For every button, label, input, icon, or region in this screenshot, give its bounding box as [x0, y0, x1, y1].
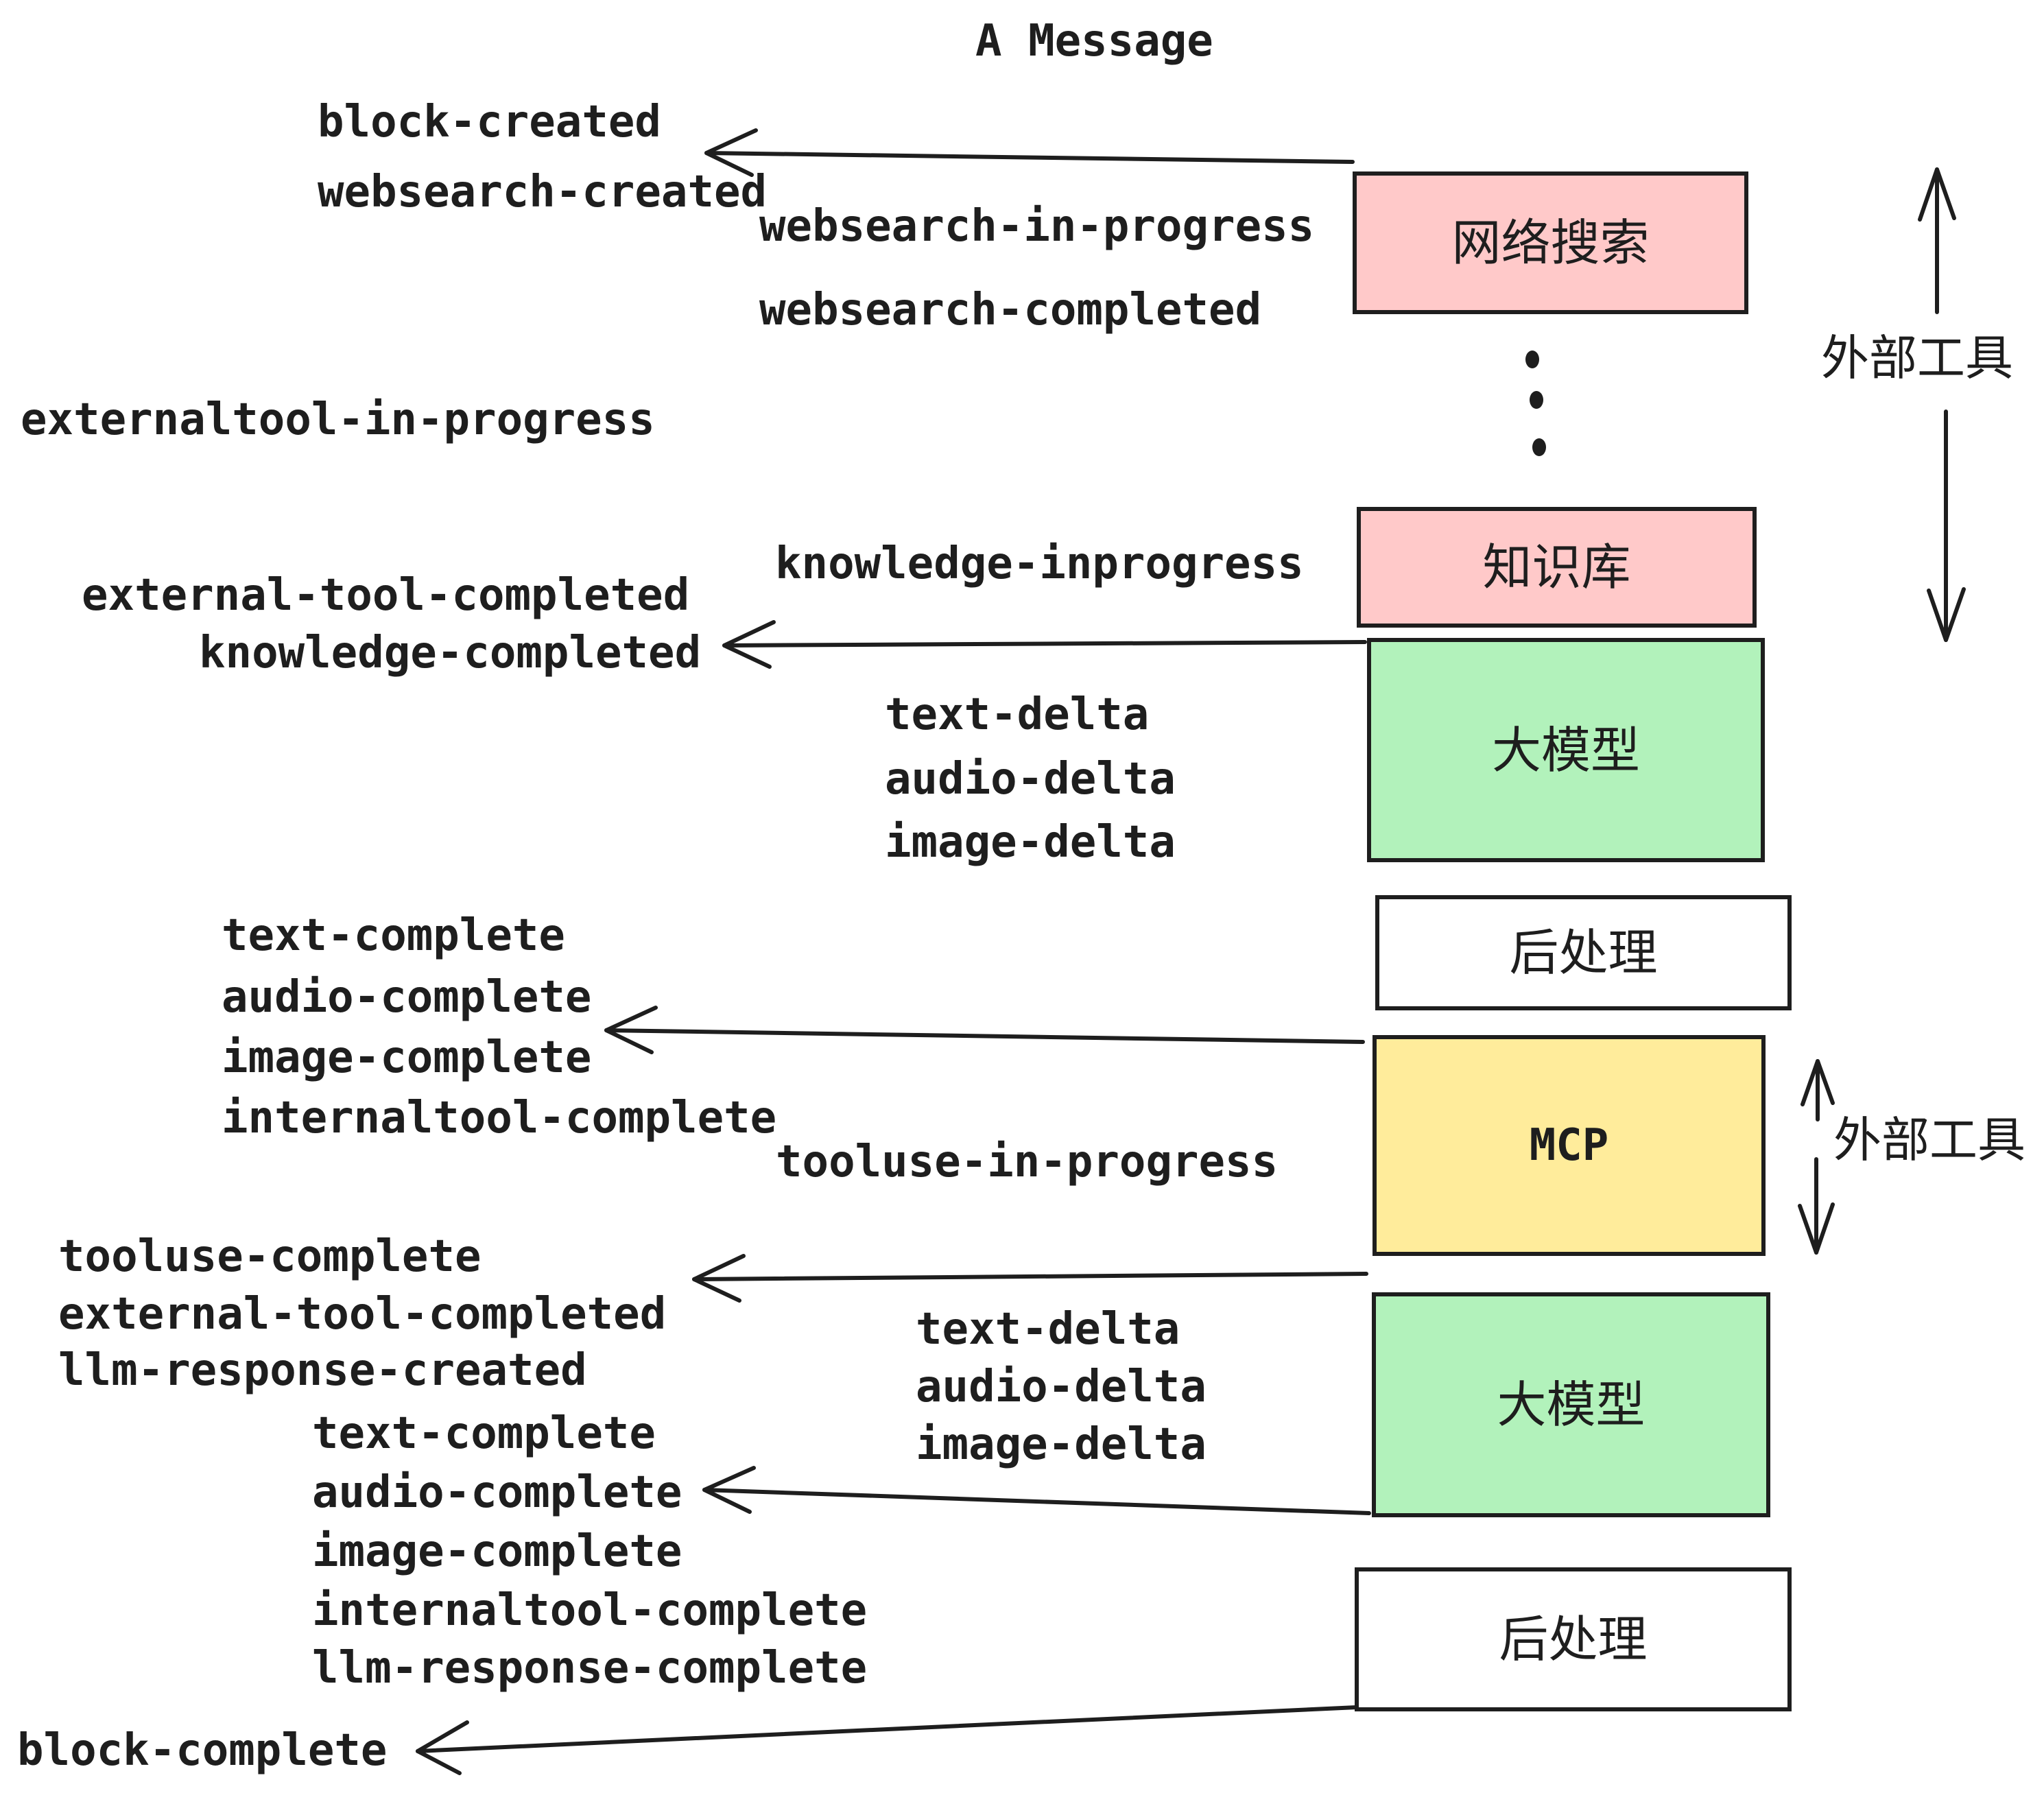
ellipsis-dots	[1525, 351, 1546, 456]
event-text-complete-2: text-complete	[312, 1408, 656, 1459]
event-audio-complete-1: audio-complete	[222, 972, 592, 1023]
knowledge-box: 知识库	[1357, 507, 1757, 628]
postprocess-box-2: 后处理	[1355, 1567, 1792, 1711]
external-tools-down-arrow-1	[1927, 410, 1966, 642]
arrow-mcp-to-tooluse-complete	[692, 1254, 1368, 1303]
event-text-delta-2: text-delta	[916, 1304, 1180, 1355]
event-audio-delta-1: audio-delta	[885, 754, 1176, 805]
diagram-title: A Message	[975, 16, 1213, 67]
event-internaltool-complete-2: internaltool-complete	[312, 1585, 868, 1636]
websearch-box-label: 网络搜索	[1451, 214, 1650, 272]
event-audio-delta-2: audio-delta	[916, 1362, 1207, 1412]
event-llm-response-complete: llm-response-complete	[312, 1643, 868, 1694]
event-image-complete-1: image-complete	[222, 1032, 592, 1083]
arrow-llm1-to-knowledge-completed	[722, 620, 1367, 669]
llm-box-2-label: 大模型	[1497, 1376, 1645, 1434]
knowledge-box-label: 知识库	[1482, 538, 1631, 596]
event-websearch-completed: websearch-completed	[759, 285, 1262, 335]
external-tools-label-2: 外部工具	[1833, 1112, 2025, 1168]
external-tools-up-arrow-2	[1801, 1059, 1835, 1121]
event-internaltool-complete-1: internaltool-complete	[222, 1093, 777, 1143]
event-external-tool-completed-2: external-tool-completed	[58, 1289, 667, 1340]
arrow-websearch-to-block-created	[704, 128, 1355, 177]
arrow-post1-to-image-complete	[604, 1006, 1365, 1054]
arrow-llm2-to-audio-complete	[702, 1466, 1371, 1515]
event-llm-response-created: llm-response-created	[58, 1345, 587, 1396]
event-external-tool-completed-1: external-tool-completed	[82, 570, 690, 621]
event-image-delta-1: image-delta	[885, 817, 1176, 868]
event-block-complete: block-complete	[17, 1725, 388, 1776]
event-tooluse-in-progress: tooluse-in-progress	[776, 1137, 1279, 1187]
mcp-box: MCP	[1372, 1035, 1766, 1256]
event-audio-complete-2: audio-complete	[312, 1467, 682, 1518]
external-tools-down-arrow-2	[1798, 1157, 1835, 1255]
event-websearch-created: websearch-created	[318, 167, 768, 217]
llm-box-2: 大模型	[1372, 1292, 1770, 1517]
llm-box-1: 大模型	[1367, 638, 1765, 862]
event-knowledge-inprogress: knowledge-inprogress	[775, 538, 1304, 589]
arrow-post2-to-block-complete	[416, 1705, 1359, 1775]
postprocess-box-1: 后处理	[1375, 895, 1792, 1010]
external-tools-label-1: 外部工具	[1821, 330, 2013, 386]
event-block-created: block-created	[318, 97, 661, 147]
event-text-delta-1: text-delta	[885, 689, 1150, 740]
event-tooluse-complete: tooluse-complete	[58, 1231, 482, 1282]
websearch-box: 网络搜索	[1353, 171, 1748, 314]
event-image-complete-2: image-complete	[312, 1526, 682, 1577]
postprocess-box-1-label: 后处理	[1509, 924, 1658, 982]
event-websearch-in-progress: websearch-in-progress	[759, 201, 1315, 252]
external-tools-up-arrow-1	[1918, 167, 1956, 314]
event-externaltool-in-progress: externaltool-in-progress	[21, 394, 655, 445]
postprocess-box-2-label: 后处理	[1499, 1611, 1648, 1668]
mcp-box-label: MCP	[1529, 1120, 1609, 1171]
event-image-delta-2: image-delta	[916, 1419, 1207, 1470]
event-knowledge-completed: knowledge-completed	[199, 628, 702, 678]
event-text-complete-1: text-complete	[222, 910, 565, 961]
llm-box-1-label: 大模型	[1491, 721, 1640, 779]
